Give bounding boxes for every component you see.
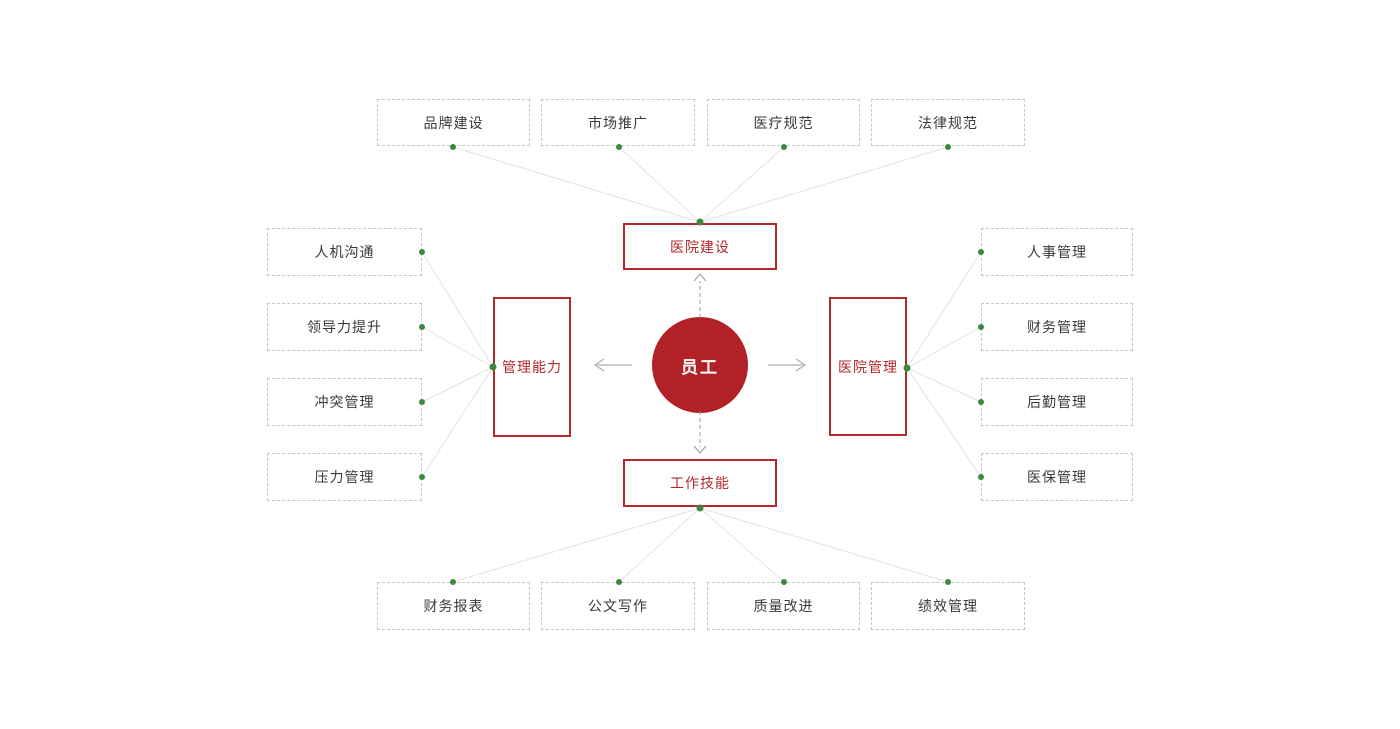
leaf-market-promotion: 市场推广 <box>541 99 695 146</box>
leaf-finance-management: 财务管理 <box>981 303 1133 351</box>
arrow-left-head <box>594 358 605 372</box>
leaf-document-writing: 公文写作 <box>541 582 695 630</box>
leaf-brand-building: 品牌建设 <box>377 99 530 146</box>
leaf-hr-management: 人事管理 <box>981 228 1133 276</box>
leaf-legal-standards: 法律规范 <box>871 99 1025 146</box>
hub-hospital-management: 医院管理 <box>829 297 907 436</box>
leaf-financial-reports: 财务报表 <box>377 582 530 630</box>
leaf-interpersonal-communication: 人机沟通 <box>267 228 422 276</box>
hub-hospital-construction: 医院建设 <box>623 223 777 270</box>
leaf-performance-management: 绩效管理 <box>871 582 1025 630</box>
leaf-leadership-improvement: 领导力提升 <box>267 303 422 351</box>
leaf-insurance-management: 医保管理 <box>981 453 1133 501</box>
arrow-down-head <box>693 445 707 454</box>
leaf-conflict-management: 冲突管理 <box>267 378 422 426</box>
hub-work-skills: 工作技能 <box>623 459 777 507</box>
leaf-logistics-management: 后勤管理 <box>981 378 1133 426</box>
hub-management-ability: 管理能力 <box>493 297 571 437</box>
arrow-up-head <box>693 273 707 282</box>
leaf-stress-management: 压力管理 <box>267 453 422 501</box>
arrow-right-head <box>795 358 806 372</box>
leaf-quality-improvement: 质量改进 <box>707 582 860 630</box>
leaf-medical-standards: 医疗规范 <box>707 99 860 146</box>
center-node-employee: 员工 <box>652 317 748 413</box>
